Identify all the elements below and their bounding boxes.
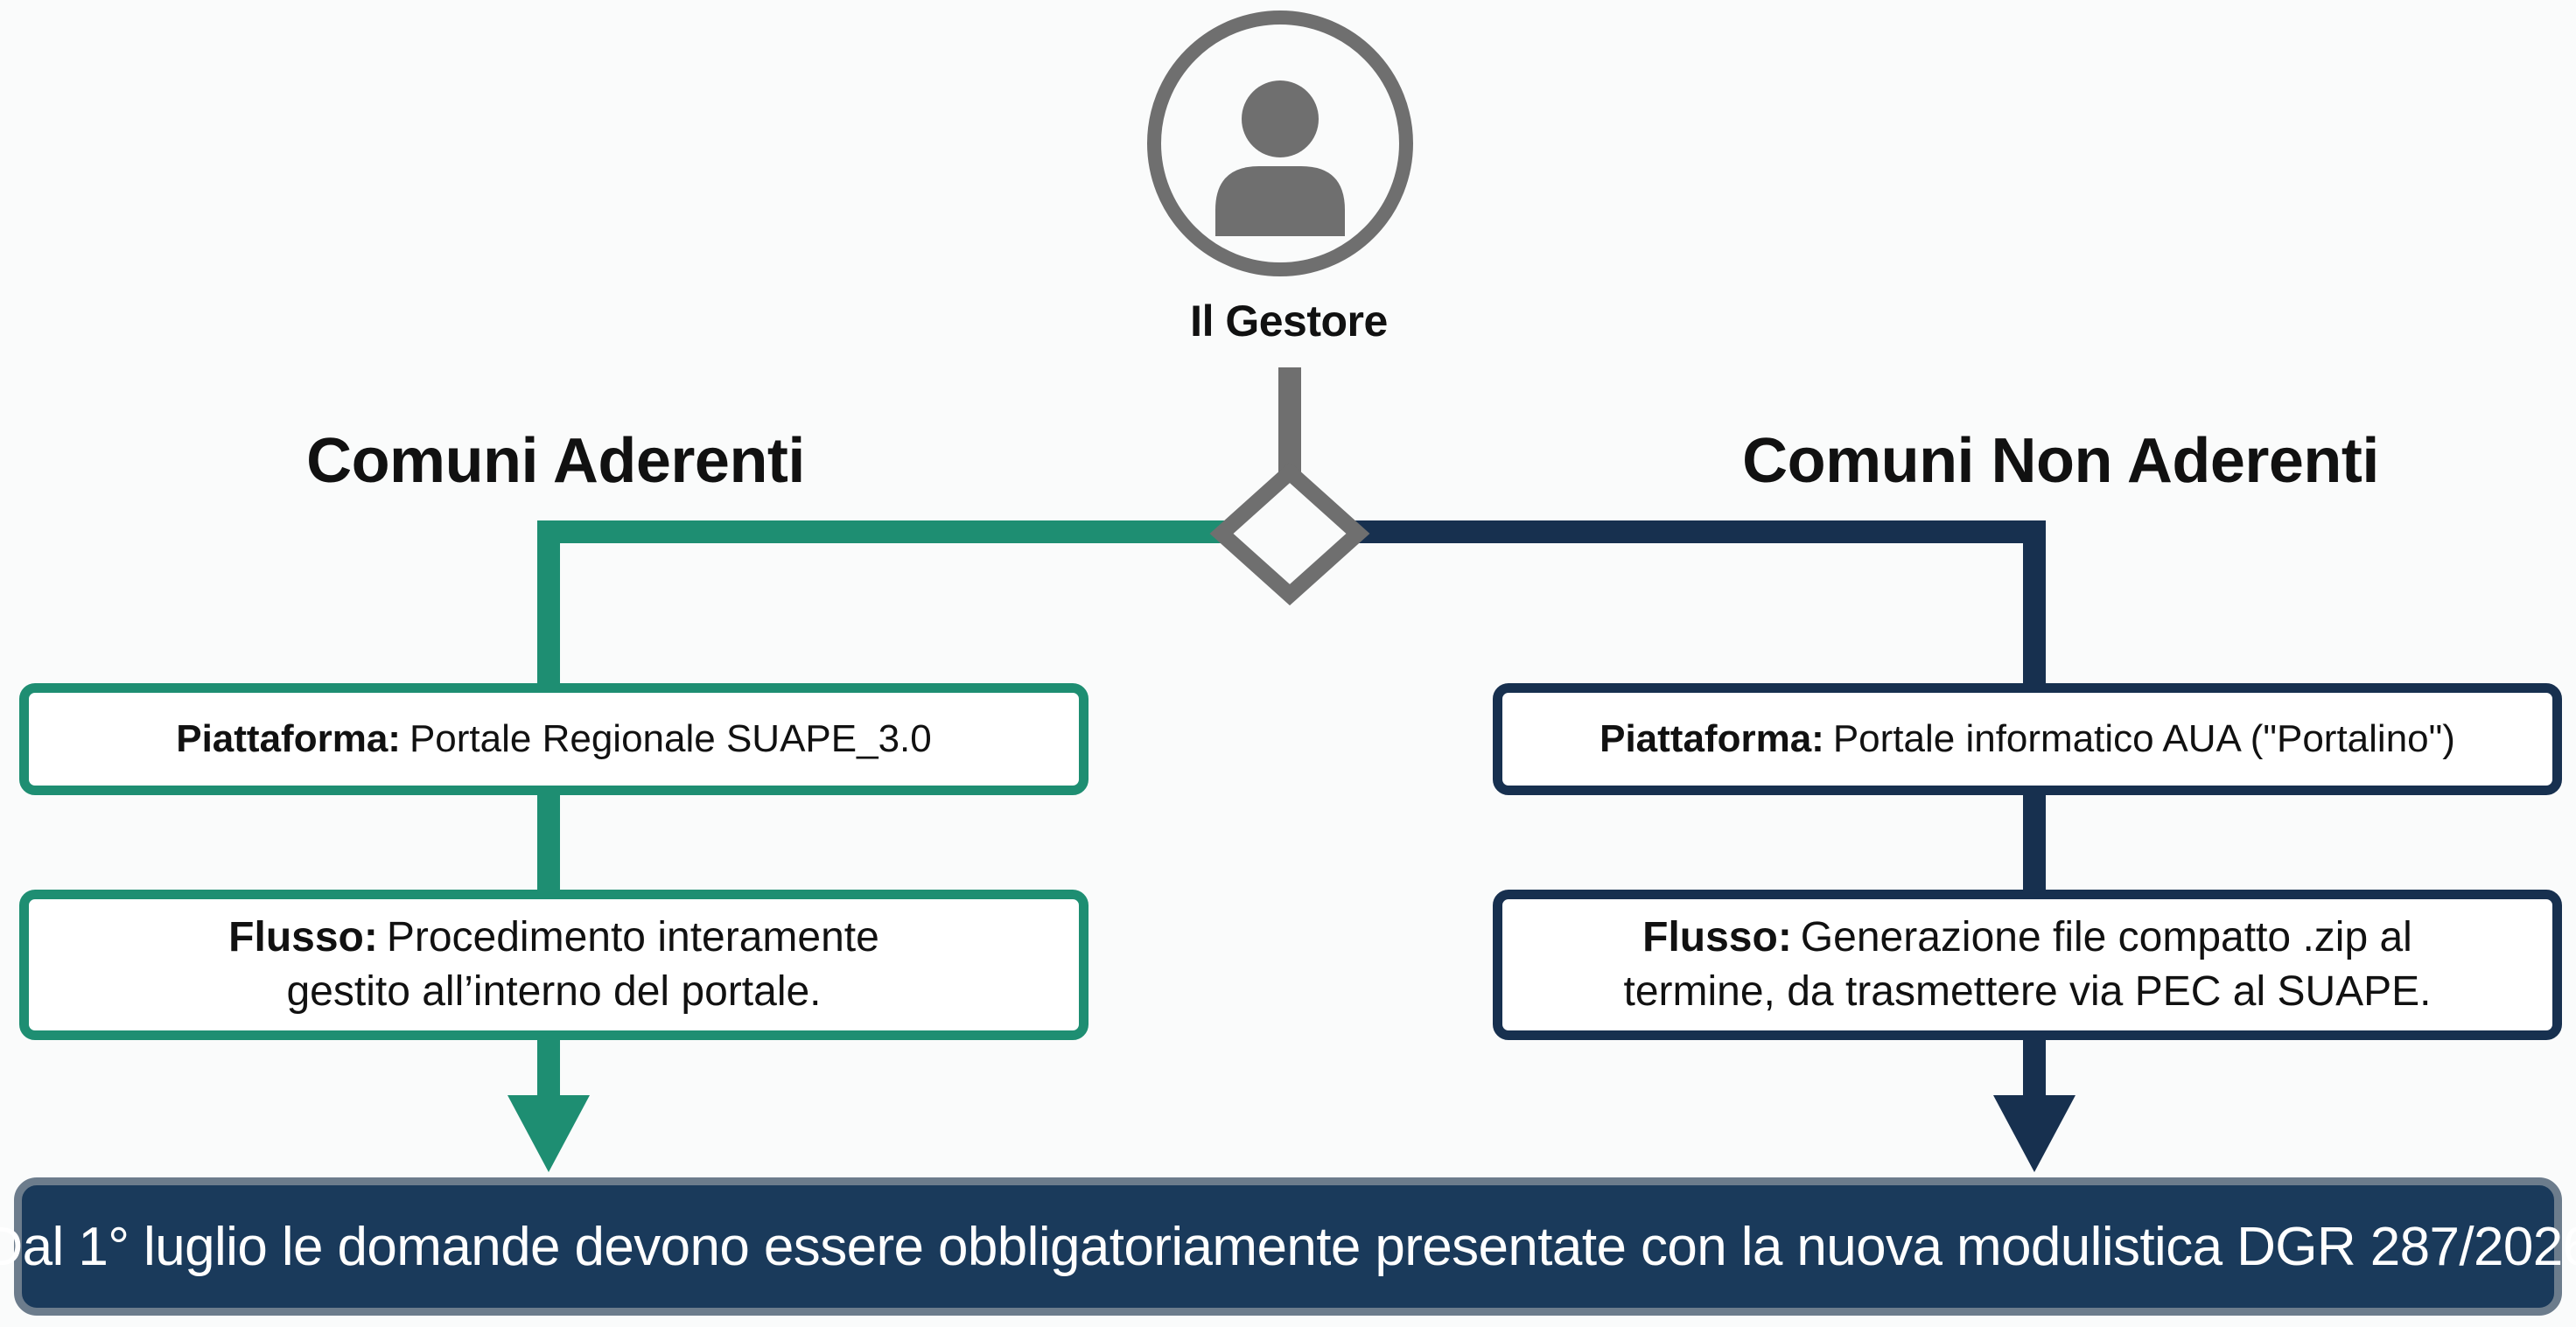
- user-icon: [1215, 80, 1345, 236]
- flow-text-line1: Generazione file compatto .zip al: [1800, 913, 2412, 960]
- actor-label: Il Gestore: [1190, 297, 1388, 346]
- branch-title-non-aderenti: Comuni Non Aderenti: [1742, 426, 2379, 496]
- deadline-banner: Dal 1° luglio le domande devono essere o…: [0, 1177, 2576, 1316]
- right-arrowhead: [1993, 1095, 2076, 1172]
- branch-title-aderenti: Comuni Aderenti: [306, 426, 805, 496]
- platform-label: Piattaforma:: [176, 717, 401, 761]
- flow-text-line1: Procedimento interamente: [386, 913, 879, 960]
- right-branch-line: [1350, 520, 2046, 683]
- platform-box-non-aderenti: Piattaforma:Portale informatico AUA ("Po…: [1493, 683, 2562, 795]
- platform-label: Piattaforma:: [1600, 717, 1824, 761]
- flow-label: Flusso:: [1642, 913, 1792, 960]
- actor-avatar: [1147, 10, 1413, 276]
- platform-box-aderenti: Piattaforma:Portale Regionale SUAPE_3.0: [19, 683, 1088, 795]
- flow-text-line2: termine, da trasmettere via PEC al SUAPE…: [1623, 968, 2432, 1015]
- flow-text-line2: gestito all’interno del portale.: [286, 968, 822, 1015]
- left-branch-line: [537, 520, 1229, 683]
- left-arrowhead: [508, 1095, 590, 1172]
- platform-value: Portale informatico AUA ("Portalino"): [1832, 717, 2455, 761]
- decision-diamond-icon: [1209, 461, 1370, 606]
- banner-text: Dal 1° luglio le domande devono essere o…: [0, 1216, 2576, 1277]
- platform-value: Portale Regionale SUAPE_3.0: [409, 717, 932, 761]
- flow-box-aderenti: Flusso:Procedimento interamente gestito …: [19, 890, 1088, 1040]
- flow-label: Flusso:: [228, 913, 378, 960]
- flow-box-non-aderenti: Flusso:Generazione file compatto .zip al…: [1493, 890, 2562, 1040]
